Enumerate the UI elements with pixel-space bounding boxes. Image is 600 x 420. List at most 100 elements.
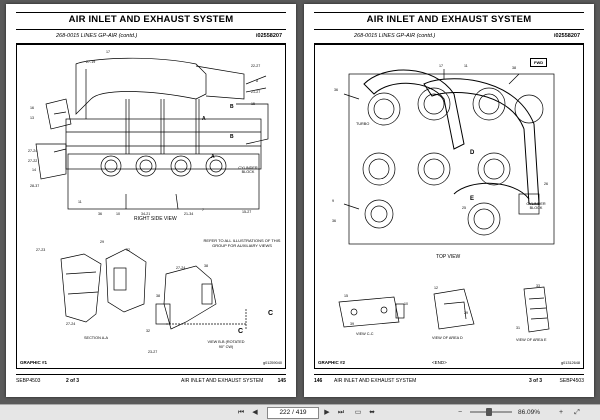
area-d-caption: VIEW OF AREA D [432, 336, 463, 340]
view-title: TOP VIEW [436, 254, 461, 260]
callout: 38 [156, 294, 160, 298]
callout: 29 [464, 311, 468, 315]
engine-side-drawing [35, 57, 269, 210]
section-letter-c-bottom: C [238, 328, 244, 335]
callout: 23-27 [148, 350, 158, 354]
callout: 36 [332, 219, 336, 223]
callout: 11 [464, 64, 468, 68]
title-bar [16, 12, 286, 30]
section-letter-a-bottom: A [211, 154, 215, 160]
callout: 29 [100, 240, 104, 244]
view-b-caption: VIEW B-B (ROTATED 90° CW) [207, 340, 245, 349]
drawing-frame [16, 44, 286, 369]
callout: 9 [332, 199, 334, 203]
callout: 21-34 [184, 212, 194, 216]
callout: 38 [512, 66, 516, 70]
callout: 32 [146, 329, 150, 333]
callout: 8 [256, 79, 258, 83]
callout: 27-24 [28, 149, 38, 153]
callout: 17 [439, 64, 443, 68]
graphic-label: GRAPHIC #2 [318, 360, 346, 365]
engine-top-drawing [338, 69, 555, 333]
callout: 38 [204, 264, 208, 268]
section-a-caption: SECTION A-A [84, 336, 109, 340]
graphic-label: GRAPHIC #1 [20, 360, 48, 365]
callout: 27-24 [176, 266, 186, 270]
subheader: 268-0015 LINES GP-AIR (contd.) i02558207 [314, 31, 584, 44]
first-page-icon[interactable]: ⏮ [237, 409, 245, 416]
callout: 21-27 [251, 90, 261, 94]
subheader: 268-0015 LINES GP-AIR (contd.) i02558207 [16, 31, 286, 44]
next-page-icon[interactable]: ▶ [324, 409, 330, 416]
view-c-caption: VIEW C-C [356, 332, 374, 336]
callout: 7 [202, 208, 204, 212]
part-code: 268-0015 LINES GP-AIR (contd.) [56, 33, 138, 39]
graphic-id: g01259040 [262, 361, 282, 365]
section-letter-c-top: C [268, 310, 274, 317]
callout: 10 [404, 302, 408, 306]
callout: 34-21 [141, 212, 151, 216]
end-marker: <END> [432, 360, 447, 365]
zoom-level[interactable]: 86.09% [518, 409, 541, 416]
callout: 22-27 [251, 64, 261, 68]
last-page-icon[interactable]: ⏭ [337, 409, 345, 416]
doc-number: SEBP4503 [16, 378, 41, 384]
section-letter-a-top: A [202, 116, 206, 122]
fullscreen-icon[interactable]: ⤢ [574, 409, 580, 416]
callout: 36 [98, 212, 102, 216]
callout: 27-22 [28, 159, 38, 163]
callout: 15 [344, 294, 348, 298]
zoom-slider-handle[interactable] [486, 408, 492, 416]
fit-width-icon[interactable]: ⬌ [369, 409, 375, 416]
page-146: AIR INLET AND EXHAUST SYSTEM 268-0015 LI… [304, 4, 594, 397]
footer-title: AIR INLET AND EXHAUST SYSTEM [181, 378, 264, 384]
callout: 11 [78, 200, 82, 204]
callout: 16 [30, 106, 34, 110]
page-of-label: 2 of 3 [66, 378, 80, 384]
section-a-drawing [60, 248, 247, 330]
page-number-input[interactable]: 222 / 419 [267, 407, 319, 419]
forward-arrow-label: FWD [530, 58, 548, 67]
page-number: 145 [277, 378, 286, 384]
turbo-label: TURBO [356, 122, 370, 126]
zoom-slider[interactable] [470, 408, 512, 416]
section-letter-b-bottom: B [230, 134, 234, 140]
area-e-caption: VIEW OF AREA E [516, 338, 547, 342]
footer-title: AIR INLET AND EXHAUST SYSTEM [334, 378, 417, 384]
auxiliary-note: REFER TO ALL ILLUSTRATIONS OF THIS GROUP… [203, 238, 281, 248]
callout: 17 [106, 50, 110, 54]
callout: 27-23 [36, 248, 46, 252]
part-code: 268-0015 LINES GP-AIR (contd.) [354, 33, 436, 39]
zoom-in-icon[interactable]: + [558, 409, 564, 416]
reference-id: i02558207 [554, 33, 580, 39]
page-title: AIR INLET AND EXHAUST SYSTEM [366, 14, 532, 25]
callout: 26 [544, 182, 548, 186]
callout: 28-37 [30, 184, 40, 188]
callout: 27-24 [66, 322, 76, 326]
callout: 15 [251, 102, 255, 106]
callout: 36 [334, 88, 338, 92]
callout: 12 [434, 286, 438, 290]
section-letter-b-top: B [230, 104, 234, 110]
callout: 13 [30, 116, 34, 120]
callout: 27-19 [86, 60, 96, 64]
callout: 31 [516, 326, 520, 330]
fit-page-icon[interactable]: ▭ [354, 409, 362, 416]
document-viewport[interactable]: AIR INLET AND EXHAUST SYSTEM 268-0015 LI… [0, 0, 600, 404]
callout: 10 [116, 212, 120, 216]
page-145: AIR INLET AND EXHAUST SYSTEM 268-0015 LI… [6, 4, 296, 397]
page-footer: SEBP4503 2 of 3 AIR INLET AND EXHAUST SY… [16, 374, 286, 387]
detail-letter-e: E [470, 196, 475, 202]
page-footer: 146 AIR INLET AND EXHAUST SYSTEM 3 of 3 … [314, 374, 584, 387]
zoom-out-icon[interactable]: − [457, 409, 463, 416]
callout: 39 [350, 322, 354, 326]
prev-page-icon[interactable]: ◀ [252, 409, 258, 416]
drawing-frame [314, 44, 584, 369]
title-bar [314, 12, 584, 30]
page-title: AIR INLET AND EXHAUST SYSTEM [68, 14, 234, 25]
reference-id: i02558207 [256, 33, 282, 39]
page-of-label: 3 of 3 [529, 378, 543, 384]
cylinder-block-label: CYLINDER BLOCK [526, 202, 546, 210]
callout: 33 [536, 284, 540, 288]
callout: 14 [32, 168, 36, 172]
